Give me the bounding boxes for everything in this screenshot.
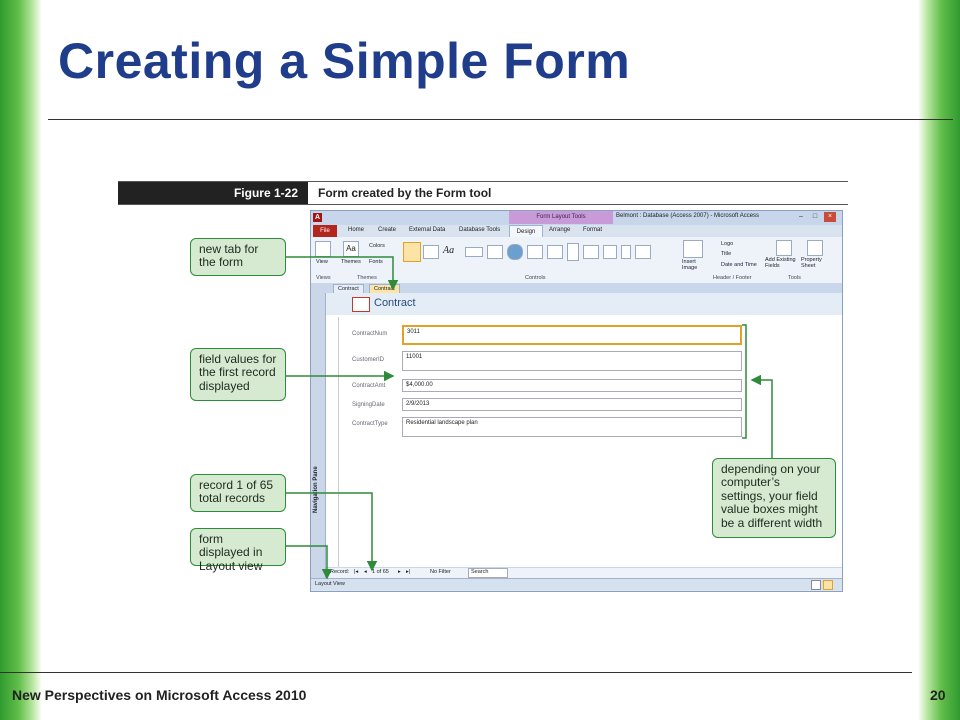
callout-field-width-note: depending on your computer’s settings, y… <box>712 458 836 538</box>
fonts-button[interactable]: Fonts <box>369 259 383 265</box>
field-label-contractnum: ContractNum <box>352 331 388 337</box>
callout-field-values: field values for the first record displa… <box>190 348 286 401</box>
right-green-band <box>918 0 960 720</box>
left-green-band <box>0 0 42 720</box>
insert-image-label: Insert Image <box>682 259 698 271</box>
status-text: Layout View <box>315 581 345 587</box>
close-icon[interactable]: × <box>824 212 836 222</box>
footer-divider <box>0 672 912 673</box>
figure-caption: Form created by the Form tool <box>318 186 492 200</box>
slide-title: Creating a Simple Form <box>58 33 631 89</box>
form-header: Contract <box>326 293 842 315</box>
field-value-customerid[interactable]: 11001 <box>402 351 742 371</box>
ribbon: View Views Aa Themes Colors Fonts Themes… <box>311 237 842 284</box>
callout-new-tab: new tab for the form <box>190 238 286 276</box>
previous-record-icon[interactable]: ◂ <box>364 569 367 575</box>
field-value-signingdate[interactable]: 2/9/2013 <box>402 398 742 411</box>
footer-text: New Perspectives on Microsoft Access 201… <box>12 687 307 703</box>
title-divider <box>48 119 953 120</box>
figure-caption-bar: Figure 1-22 Form created by the Form too… <box>118 181 848 205</box>
document-tabs: Contract Contract <box>325 283 842 294</box>
filter-indicator[interactable]: No Filter <box>430 569 451 575</box>
page-number: 20 <box>930 687 946 703</box>
checkbox-control-icon[interactable] <box>603 245 617 259</box>
tab-database-tools[interactable]: Database Tools <box>459 227 501 233</box>
date-time-button[interactable]: Date and Time <box>721 262 757 268</box>
hyperlink-globe-icon[interactable] <box>507 244 523 260</box>
maximize-icon[interactable]: □ <box>812 213 818 220</box>
ribbon-tabs: Home Create External Data Database Tools… <box>311 225 842 237</box>
tab-control-icon[interactable] <box>487 245 503 259</box>
field-value-contractnum[interactable]: 3011 <box>402 325 742 345</box>
navigation-pane-label: Navigation Pane <box>313 466 319 513</box>
callout-record-count: record 1 of 65 total records <box>190 474 286 512</box>
insert-image-icon[interactable] <box>683 240 703 258</box>
chart-control-icon[interactable] <box>583 245 599 259</box>
tab-arrange[interactable]: Arrange <box>549 227 571 233</box>
minimize-icon[interactable]: – <box>799 213 803 220</box>
form-icon <box>352 297 370 312</box>
field-label-contractamt: ContractAmt <box>352 383 386 389</box>
property-sheet-label: Property Sheet <box>801 257 822 269</box>
record-navigation-bar: Record: |◂ ◂ 1 of 65 ▸ ▸| No Filter Sear… <box>326 567 842 578</box>
form-view-icon[interactable] <box>811 580 821 590</box>
themes-icon[interactable]: Aa <box>343 241 359 257</box>
field-label-signingdate: SigningDate <box>352 402 385 408</box>
status-bar: Layout View <box>311 578 842 590</box>
add-existing-fields-icon[interactable] <box>776 240 792 256</box>
tab-file[interactable]: File <box>313 225 337 237</box>
field-value-contracttype[interactable]: Residential landscape plan <box>402 417 742 437</box>
form-layout-tools-header: Form Layout Tools <box>509 211 613 224</box>
title-bar: A Form Layout Tools Belmont : Database (… <box>311 211 842 225</box>
tab-create[interactable]: Create <box>378 227 397 233</box>
select-pointer-icon[interactable] <box>403 242 421 262</box>
attachment-control-icon[interactable] <box>621 245 631 259</box>
tab-external-data[interactable]: External Data <box>409 227 446 233</box>
tab-design[interactable]: Design <box>509 225 543 238</box>
field-value-contractamt[interactable]: $4,000.00 <box>402 379 742 392</box>
tab-format[interactable]: Format <box>583 227 603 233</box>
last-record-icon[interactable]: ▸| <box>406 569 411 575</box>
web-browser-icon[interactable] <box>527 245 543 259</box>
controls-group-label: Controls <box>525 275 546 281</box>
search-box[interactable]: Search <box>468 568 508 578</box>
views-group-label: Views <box>316 275 331 281</box>
view-button-label: View <box>316 259 328 265</box>
field-label-contracttype: ContractType <box>352 421 388 427</box>
layout-view-icon[interactable] <box>823 580 833 590</box>
header-footer-group-label: Header / Footer <box>713 275 752 281</box>
first-record-icon[interactable]: |◂ <box>354 569 359 575</box>
tab-home[interactable]: Home <box>348 227 365 233</box>
title-button[interactable]: Title <box>721 251 732 257</box>
figure-label: Figure 1-22 <box>118 182 308 204</box>
colors-button[interactable]: Colors <box>369 243 385 249</box>
button-control-icon[interactable] <box>465 247 483 257</box>
logo-button[interactable]: Logo <box>721 241 734 247</box>
subform-control-icon[interactable] <box>635 245 651 259</box>
record-label: Record: <box>330 569 350 575</box>
record-position[interactable]: 1 of 65 <box>372 569 389 575</box>
add-existing-fields-label: Add Existing Fields <box>765 257 796 269</box>
textbox-control-icon[interactable] <box>423 245 439 259</box>
property-sheet-icon[interactable] <box>807 240 823 256</box>
form-title: Contract <box>374 297 416 309</box>
access-window: A Form Layout Tools Belmont : Database (… <box>310 210 843 592</box>
themes-button-label: Themes <box>341 259 361 265</box>
navigation-control-icon[interactable] <box>547 245 563 259</box>
record-selector[interactable] <box>328 317 339 567</box>
themes-group-label: Themes <box>357 275 377 281</box>
label-control-icon[interactable]: Aa <box>443 245 455 256</box>
next-record-icon[interactable]: ▸ <box>398 569 401 575</box>
access-app-icon: A <box>313 213 322 222</box>
callout-layout-view: form displayed in Layout view <box>190 528 286 573</box>
navigation-pane[interactable]: Navigation Pane <box>311 283 326 578</box>
tools-group-label: Tools <box>788 275 801 281</box>
field-label-customerid: CustomerID <box>352 357 385 363</box>
view-icon[interactable] <box>315 241 331 257</box>
combo-box-icon[interactable] <box>567 243 579 261</box>
window-title: Belmont : Database (Access 2007) - Micro… <box>616 213 760 219</box>
